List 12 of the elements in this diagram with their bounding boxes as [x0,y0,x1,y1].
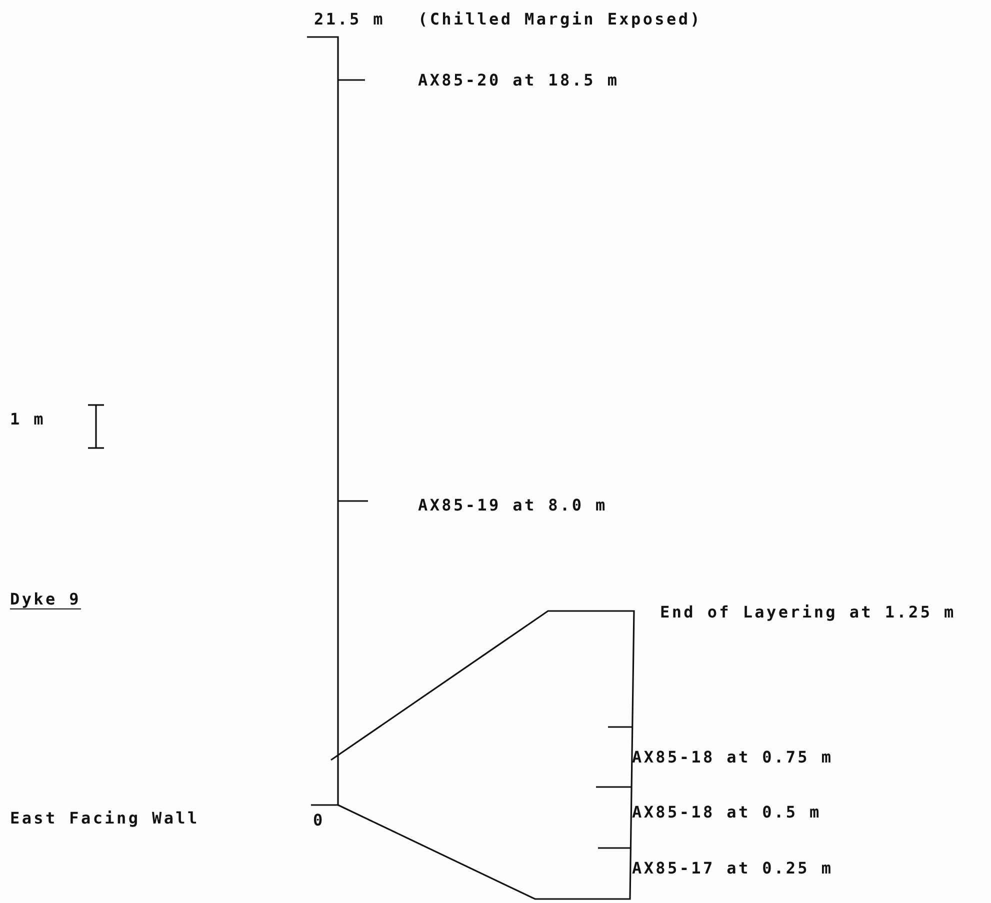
sample-label: AX85-18 at 0.5 m [632,802,822,822]
sample-label: AX85-20 at 18.5 m [418,70,620,90]
dyke-title: Dyke 9 [10,589,81,609]
scale-label: 1 m [10,409,46,429]
note-text: (Chilled Margin Exposed) [418,9,702,29]
sample-label: AX85-17 at 0.25 m [632,858,834,878]
layering-label: End of Layering at 1.25 m [660,602,956,622]
height-label: 21.5 m [314,9,385,29]
sample-label: AX85-18 at 0.75 m [632,747,834,767]
sample-label: AX85-19 at 8.0 m [418,495,608,515]
wall-label: East Facing Wall [10,808,200,828]
height-label: 0 [313,810,325,830]
